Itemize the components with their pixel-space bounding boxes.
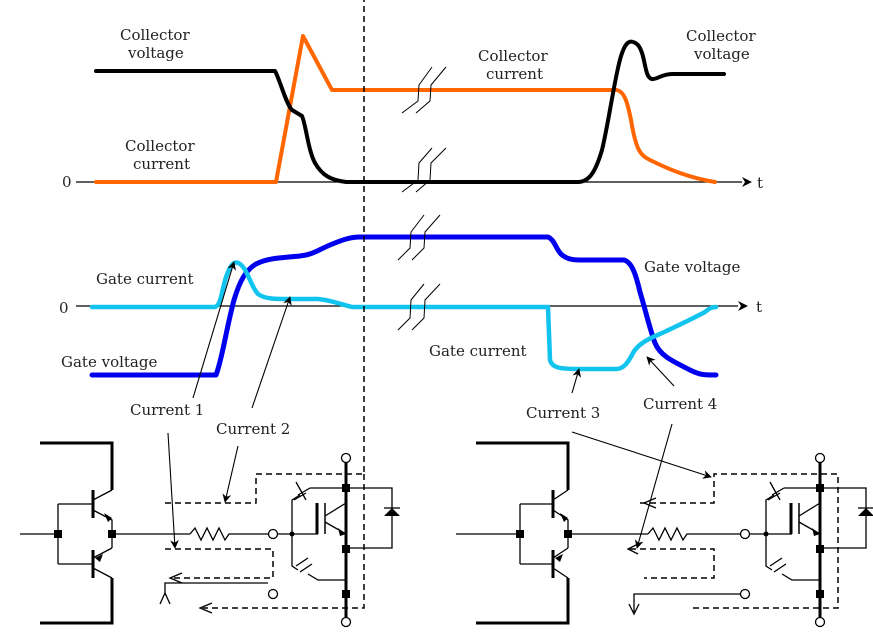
freewheel-diode-icon [858,508,873,516]
current-2-label: Current 2 [216,420,290,438]
emitter-terminal [739,588,751,600]
collector-voltage-label-right-1: Collector [686,27,756,45]
middle-axis-break-marks [397,214,441,331]
current-2-path [165,0,365,504]
turn-on-gate-drive-circuit [20,0,400,628]
gate-resistor [189,526,269,542]
gate-terminal [267,528,279,540]
current-path-outer [203,474,365,609]
gate-current-label-right: Gate current [429,342,527,360]
return-arrow-icon [168,572,183,584]
collector-voltage-label-right-2: voltage [693,45,750,63]
current-4-pointer-up [646,356,675,387]
current-1-path [165,548,274,579]
freewheel-diode-icon [384,508,400,516]
turn-off-gate-drive-circuit [456,441,873,628]
return-arrow-icon [198,602,213,614]
current-2-pointer-down [222,445,239,503]
collector-voltage-curve [94,39,726,184]
gate-voltage-label-left: Gate voltage [61,353,157,371]
igbt-device [763,452,873,628]
current-1-pointer-up [192,261,236,399]
collector-current-label-left-1: Collector [125,137,195,155]
current-4-pointer-down [634,423,673,549]
current-4-path [630,548,715,579]
current-3-pointer-down [571,431,712,479]
current-3-pointer-up [571,368,582,394]
ground-icon [628,603,640,616]
gate-voltage-curve [89,234,719,378]
current-2-pointer-up [251,296,292,409]
middle-zero-label: 0 [59,299,69,317]
current-1-label: Current 1 [130,401,204,419]
totem-pole-driver [20,441,190,625]
current-3-path [640,473,839,609]
collector-waveform-panel: 0 t Collector voltage Collector current … [62,26,763,193]
igbt-device [289,452,400,628]
current-3-label: Current 3 [526,404,600,422]
top-axis-arrow-icon [742,177,752,187]
middle-time-label: t [756,298,762,316]
gate-terminal [739,528,751,540]
top-time-label: t [757,174,763,192]
collector-current-curve [94,34,717,184]
collector-voltage-label-left-1: Collector [120,26,190,44]
current-4-label: Current 4 [643,395,717,413]
collector-voltage-label-left-2: voltage [127,44,184,62]
totem-pole-driver [456,441,648,625]
top-zero-label: 0 [62,173,72,191]
emitter-terminal [267,588,279,600]
collector-current-label-mid-2: current [486,65,543,83]
gate-resistor [647,526,741,542]
ground-icon [159,591,171,605]
collector-current-label-mid-1: Collector [478,47,548,65]
return-arrow-icon [626,543,639,555]
top-axis-break-marks [401,66,447,193]
gate-current-curve [89,260,719,372]
current-annotations: Current 1 Current 2 Current 3 Current 4 [130,261,717,549]
gate-waveform-panel: 0 t Gate current Gate voltage Gate volta… [59,214,762,378]
collector-current-label-left-2: current [133,155,190,173]
current-1-pointer-down [167,432,179,549]
gate-current-label-left: Gate current [96,270,194,288]
gate-voltage-label-right: Gate voltage [644,258,740,276]
return-arrow-icon [642,497,657,509]
middle-axis-arrow-icon [738,301,748,311]
